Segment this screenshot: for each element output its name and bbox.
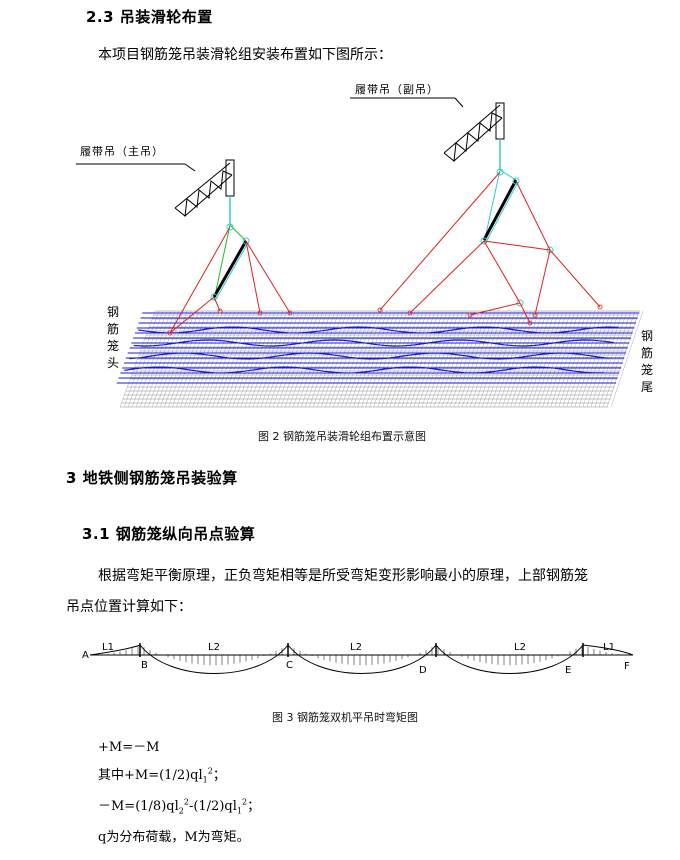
aux-crane-boom bbox=[443, 102, 505, 170]
formula-4: q为分布荷载，M为弯矩。 bbox=[98, 830, 250, 845]
aux-pulley-group bbox=[379, 168, 601, 324]
main-crane-boom bbox=[174, 159, 235, 225]
section-3-1-paragraph-line2: 吊点位置计算如下： bbox=[66, 599, 192, 615]
span-label-l2-3: L2 bbox=[514, 642, 526, 653]
main-pulley-group bbox=[169, 223, 291, 334]
section-3-1-paragraph-line1: 根据弯矩平衡原理，正负弯矩相等是所受弯矩变形影响最小的原理，上部钢筋笼 bbox=[98, 568, 588, 584]
section-2-3-intro: 本项目钢筋笼吊装滑轮组安装布置如下图所示： bbox=[98, 47, 392, 63]
section-heading-3-1: 3.1 钢筋笼纵向吊点验算 bbox=[82, 525, 256, 543]
point-label-c: C bbox=[286, 660, 293, 671]
pulley-layout-diagram bbox=[76, 97, 644, 408]
point-label-b: B bbox=[141, 660, 148, 671]
aux-crane-label: 履带吊（副吊） bbox=[355, 83, 439, 96]
formula-3: －M=(1/8)ql22-(1/2)ql12； bbox=[98, 797, 261, 816]
cage-tail-label: 钢 筋 笼 尾 bbox=[640, 329, 653, 394]
cage-head-label: 钢 筋 笼 头 bbox=[106, 305, 119, 370]
rebar-cage bbox=[116, 304, 644, 408]
section-heading-3: 3 地铁侧钢筋笼吊装验算 bbox=[66, 469, 238, 487]
span-label-l1-right: L1 bbox=[603, 642, 615, 653]
formula-2: 其中+M=(1/2)ql12； bbox=[98, 766, 226, 785]
moment-curve bbox=[89, 643, 634, 674]
point-label-f: F bbox=[624, 661, 630, 672]
span-label-l2-2: L2 bbox=[350, 642, 362, 653]
span-label-l1-left: L1 bbox=[102, 642, 114, 653]
point-label-e: E bbox=[565, 665, 571, 676]
bending-moment-diagram: A B C D E F L1 L2 L2 L2 L1 bbox=[82, 642, 634, 676]
main-crane-label: 履带吊（主吊） bbox=[80, 145, 164, 158]
figure-3-caption: 图 3 钢筋笼双机平吊时弯矩图 bbox=[272, 711, 418, 724]
point-label-a: A bbox=[82, 650, 89, 661]
formula-1: +M=－M bbox=[98, 740, 160, 755]
section-heading-2-3: 2.3 吊装滑轮布置 bbox=[86, 8, 213, 26]
point-label-d: D bbox=[419, 665, 427, 676]
span-label-l2-1: L2 bbox=[208, 642, 220, 653]
figure-2-caption: 图 2 钢筋笼吊装滑轮组布置示意图 bbox=[258, 430, 426, 443]
